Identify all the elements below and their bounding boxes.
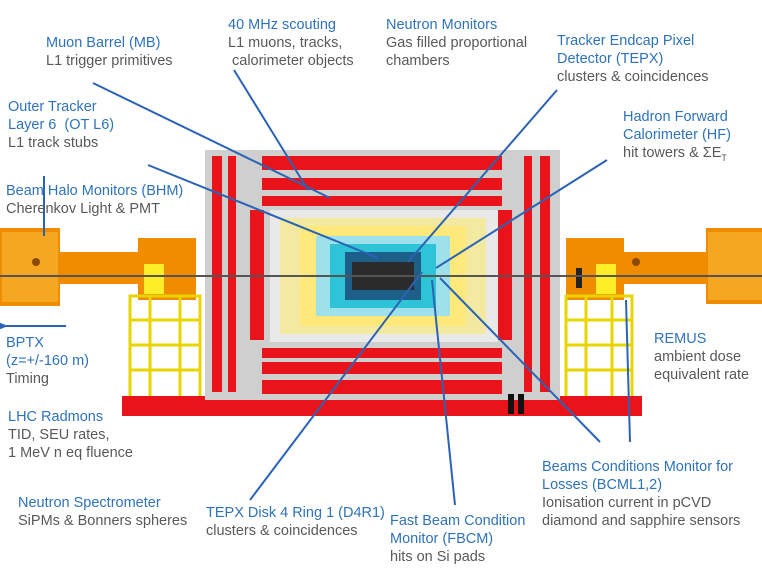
label-remus: REMUS ambient dose equivalent rate — [654, 330, 749, 384]
hf-sub-prefix: hit towers & — [623, 145, 703, 161]
hf-title-2: Calorimeter (HF) — [623, 127, 731, 143]
tepx-title-2: Detector (TEPX) — [557, 51, 664, 67]
label-bptx: BPTX (z=+/-160 m) Timing — [6, 334, 89, 388]
label-outer-tracker: Outer Tracker Layer 6 (OT L6) L1 track s… — [8, 98, 114, 152]
bcml-title-1: Beams Conditions Monitor for — [542, 459, 733, 475]
label-fbcm: Fast Beam Condition Monitor (FBCM) hits … — [390, 512, 525, 566]
left-scaffold — [128, 294, 202, 402]
label-scouting: 40 MHz scouting L1 muons, tracks, calori… — [228, 16, 354, 70]
label-hf: Hadron Forward Calorimeter (HF) hit towe… — [623, 108, 731, 167]
right-scaffold — [564, 294, 634, 402]
hf-title-1: Hadron Forward — [623, 109, 728, 125]
d4r1-title: TEPX Disk 4 Ring 1 (D4R1) — [206, 505, 385, 521]
neutron-monitors-title: Neutron Monitors — [386, 17, 498, 33]
radmons-sub-1: TID, SEU rates, — [8, 427, 110, 443]
remus-sub-1: ambient dose — [654, 349, 742, 365]
people-figures — [508, 394, 524, 414]
bhm-sub: Cherenkov Light & PMT — [6, 201, 160, 217]
muon-barrel-sub: L1 trigger primitives — [46, 53, 173, 69]
remus-title: REMUS — [654, 331, 707, 347]
muon-barrel-title: Muon Barrel (MB) — [46, 35, 161, 51]
label-muon-barrel: Muon Barrel (MB) L1 trigger primitives — [46, 34, 173, 70]
scouting-sub-1: L1 muons, tracks, — [228, 35, 343, 51]
bptx-title-2: (z=+/-160 m) — [6, 353, 89, 369]
left-forward-shielding — [0, 228, 196, 306]
bptx-title-1: BPTX — [6, 335, 44, 351]
hf-sub-index: T — [721, 152, 727, 163]
fbcm-title-1: Fast Beam Condition — [390, 513, 526, 529]
right-forward-shielding — [566, 228, 762, 304]
outer-tracker-title-2: Layer 6 (OT L6) — [8, 117, 115, 133]
neutron-spectrometer-title: Neutron Spectrometer — [18, 495, 161, 511]
radmons-title: LHC Radmons — [8, 409, 104, 425]
label-d4r1: TEPX Disk 4 Ring 1 (D4R1) clusters & coi… — [206, 504, 385, 540]
outer-tracker-sub: L1 track stubs — [8, 135, 99, 151]
tepx-title-1: Tracker Endcap Pixel — [557, 33, 695, 49]
d4r1-sub: clusters & coincidences — [206, 523, 358, 539]
label-neutron-monitors: Neutron Monitors Gas filled proportional… — [386, 16, 527, 70]
scouting-title: 40 MHz scouting — [228, 17, 336, 33]
label-neutron-spectrometer: Neutron Spectrometer SiPMs & Bonners sph… — [18, 494, 187, 530]
fbcm-sub: hits on Si pads — [390, 549, 486, 565]
cms-barrel — [0, 150, 762, 400]
neutron-monitors-sub-2: chambers — [386, 53, 450, 69]
remus-sub-2: equivalent rate — [654, 367, 750, 383]
bcml-title-2: Losses (BCML1,2) — [542, 477, 663, 493]
label-tepx: Tracker Endcap Pixel Detector (TEPX) clu… — [557, 32, 709, 86]
fbcm-title-2: Monitor (FBCM) — [390, 531, 494, 547]
hf-sub: hit towers & ΣET — [623, 144, 731, 167]
label-bcml: Beams Conditions Monitor for Losses (BCM… — [542, 458, 740, 530]
pointer-lines — [0, 69, 631, 506]
label-bhm: Beam Halo Monitors (BHM) Cherenkov Light… — [6, 182, 183, 218]
hf-sub-sigma: ΣE — [702, 145, 722, 161]
scouting-sub-2: calorimeter objects — [232, 53, 354, 69]
tepx-sub: clusters & coincidences — [557, 69, 709, 85]
bcml-sub-1: Ionisation current in pCVD — [542, 495, 712, 511]
label-radmons: LHC Radmons TID, SEU rates, 1 MeV n eq f… — [8, 408, 133, 462]
outer-tracker-title-1: Outer Tracker — [8, 99, 97, 115]
neutron-spectrometer-sub: SiPMs & Bonners spheres — [18, 513, 188, 529]
radmons-sub-2: 1 MeV n eq fluence — [8, 445, 133, 461]
bptx-sub: Timing — [6, 371, 49, 387]
bcml-sub-2: diamond and sapphire sensors — [542, 513, 741, 529]
bhm-title: Beam Halo Monitors (BHM) — [6, 183, 184, 199]
neutron-monitors-sub-1: Gas filled proportional — [386, 35, 528, 51]
